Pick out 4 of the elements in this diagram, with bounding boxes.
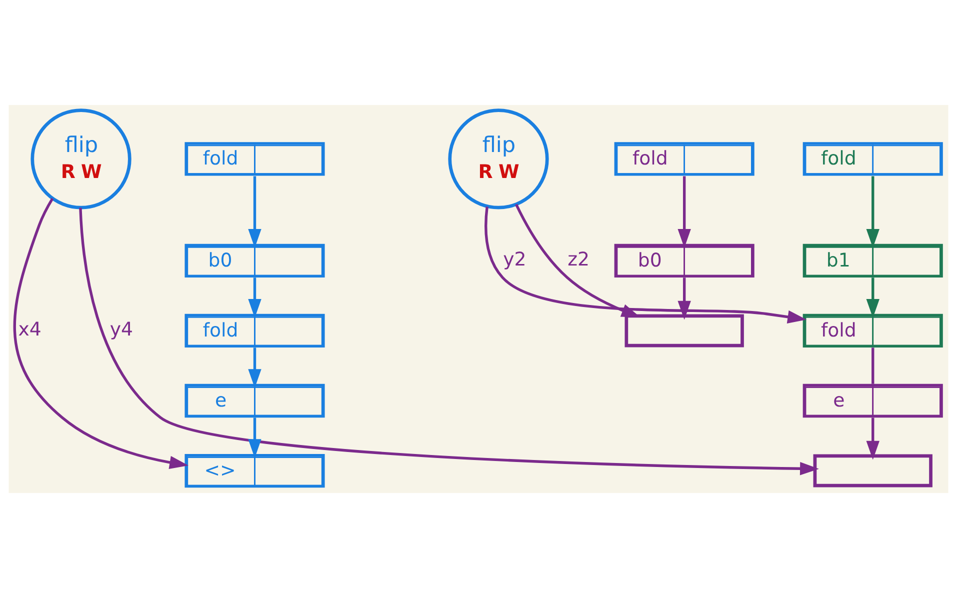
edge-label: x4 xyxy=(18,320,42,341)
edge-label: z2 xyxy=(568,250,590,271)
edge-label: y4 xyxy=(110,320,134,341)
edge-label: y2 xyxy=(503,250,526,271)
